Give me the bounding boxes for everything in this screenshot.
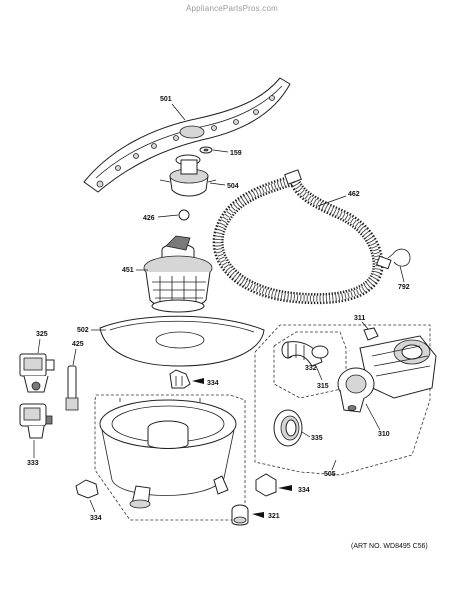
callout-334-left: 334: [90, 515, 102, 522]
leader-line: [157, 214, 179, 218]
check-valve[interactable]: [231, 504, 249, 526]
callout-504: 504: [227, 183, 239, 190]
elbow-hose[interactable]: [281, 341, 329, 367]
leader-line: [209, 182, 226, 186]
callout-334-right: 334: [298, 487, 310, 494]
callout-311: 311: [354, 315, 365, 322]
callout-425: 425: [72, 341, 84, 348]
hose-clamp[interactable]: [387, 248, 411, 267]
turbidity-sensor[interactable]: [19, 403, 53, 439]
gasket-part[interactable]: [363, 327, 379, 341]
callout-426: 426: [143, 215, 155, 222]
leader-line: [399, 265, 405, 283]
leader-line: [72, 348, 77, 366]
diverter-motor[interactable]: [19, 353, 55, 393]
leader-line: [365, 403, 381, 431]
filter-assembly[interactable]: [143, 235, 213, 313]
pump-motor[interactable]: [337, 335, 437, 413]
seal-ring[interactable]: [273, 409, 303, 447]
clip-part[interactable]: [169, 369, 191, 389]
arrow-marker: [278, 485, 292, 491]
leader-line: [89, 499, 96, 513]
callout-321: 321: [268, 513, 280, 520]
leader-line: [361, 321, 369, 330]
callout-333: 333: [27, 460, 39, 467]
leader-line: [301, 431, 311, 438]
ball-part[interactable]: [178, 209, 190, 221]
callout-315: 315: [317, 383, 329, 390]
callout-159: 159: [230, 150, 242, 157]
sump-housing[interactable]: [99, 398, 237, 509]
drain-hose[interactable]: [212, 169, 392, 305]
callout-792: 792: [398, 284, 410, 291]
callout-501: 501: [160, 96, 172, 103]
leader-line: [37, 338, 41, 354]
spray-arm-mount[interactable]: [159, 154, 217, 197]
leader-line: [315, 365, 323, 381]
callout-310: 310: [378, 431, 390, 438]
callout-502: 502: [77, 327, 89, 334]
leader-line: [317, 195, 347, 207]
leader-line: [212, 149, 229, 153]
clip-part[interactable]: [75, 479, 99, 499]
filter-plate[interactable]: [99, 315, 265, 367]
callout-462: 462: [348, 191, 360, 198]
callout-325: 325: [36, 331, 48, 338]
leader-line: [171, 103, 186, 121]
hose-group-outline: [273, 331, 347, 399]
callout-335: 335: [311, 435, 323, 442]
upper-spray-arm[interactable]: [83, 77, 291, 193]
pump-assembly-outline: [254, 324, 431, 476]
art-number: (ART NO. WD8495 C56): [351, 543, 428, 550]
callout-334-top: 334: [207, 380, 219, 387]
washer-part[interactable]: [199, 146, 213, 154]
callout-332: 332: [305, 365, 317, 372]
callout-505: 505: [324, 471, 336, 478]
callout-451: 451: [122, 267, 134, 274]
arrow-marker: [252, 512, 264, 518]
arrow-marker: [192, 378, 204, 384]
wire-harness[interactable]: [65, 365, 79, 411]
clip-part[interactable]: [255, 473, 277, 497]
leader-line: [331, 459, 337, 471]
watermark-text: AppliancePartsPros.com: [186, 4, 278, 13]
